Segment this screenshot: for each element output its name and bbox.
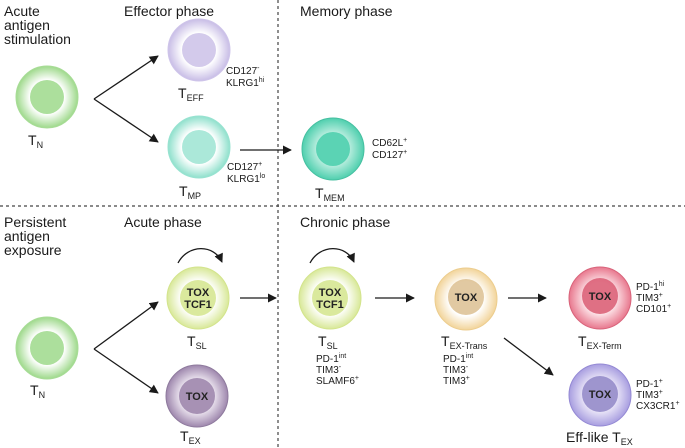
inner-label: TOX xyxy=(589,389,612,401)
marker-line: PD-1int xyxy=(443,353,473,365)
arrow-trans-to-eff-like xyxy=(503,337,554,376)
section-text: antigen xyxy=(4,17,50,33)
arrow-tn-to-tsl xyxy=(93,301,159,350)
cell-tmem: TMEM CD62L+ CD127+ xyxy=(301,117,407,203)
cell-name: TEX-Term xyxy=(578,333,622,351)
marker-line: TIM3- xyxy=(443,364,469,376)
marker-line: TIM3+ xyxy=(636,292,663,304)
cell-name: TN xyxy=(30,382,45,400)
arrow-tn-to-tex xyxy=(93,348,159,394)
cell-tex-trans: TOX TEX-Trans PD-1int TIM3- TIM3+ xyxy=(434,267,498,387)
marker-line: PD-1hi xyxy=(636,281,665,293)
inner-label: TCF1 xyxy=(316,299,344,311)
section-text: Acute xyxy=(4,3,40,19)
inner-label: TOX xyxy=(455,292,478,304)
cell-name: TMP xyxy=(179,183,201,201)
cell-teff: TEFF CD127- KLRG1hi xyxy=(167,18,265,103)
cell-name: TEFF xyxy=(178,85,204,103)
marker-line: CD127- xyxy=(226,65,260,77)
marker-line: TIM3+ xyxy=(636,389,663,401)
cell-tsl-acute: TOX TCF1 TSL xyxy=(166,266,230,351)
marker-line: CX3CR1+ xyxy=(636,400,680,412)
marker-line: KLRG1hi xyxy=(226,77,265,89)
cell-name: TSL xyxy=(187,333,207,351)
cell-tex-acute: TOX TEX xyxy=(165,364,229,446)
marker-line: PD-1+ xyxy=(636,378,663,390)
marker-line: TIM3- xyxy=(316,364,342,376)
marker-line: TIM3+ xyxy=(443,375,470,387)
acute-stimulation-label: Acute antigen stimulation xyxy=(4,3,71,47)
persistent-exposure-label: Persistent antigen exposure xyxy=(4,214,66,258)
marker-line: PD-1int xyxy=(316,353,346,365)
inner-label: TOX xyxy=(187,287,210,299)
marker-line: CD127+ xyxy=(227,161,262,173)
marker-line: CD127+ xyxy=(372,149,407,161)
cell-tex-term: TOX TEX-Term PD-1hi TIM3+ CD101+ xyxy=(568,266,671,351)
inner-label: TOX xyxy=(589,291,612,303)
memory-phase-title: Memory phase xyxy=(300,3,393,19)
effector-phase-title: Effector phase xyxy=(124,3,214,19)
inner-label: TCF1 xyxy=(184,299,212,311)
cell-name: TSL xyxy=(318,333,338,351)
self-renewal-arrow-chronic xyxy=(309,248,355,264)
marker-line: CD62L+ xyxy=(372,137,407,149)
acute-phase-title: Acute phase xyxy=(124,214,202,230)
chronic-phase-title: Chronic phase xyxy=(300,214,390,230)
cell-name: TN xyxy=(28,132,43,150)
inner-label: TOX xyxy=(186,391,209,403)
marker-line: SLAMF6+ xyxy=(316,375,359,387)
inner-label: TOX xyxy=(319,287,342,299)
section-text: antigen xyxy=(4,228,50,244)
cell-name: TMEM xyxy=(315,185,345,203)
arrow-tn-to-teff xyxy=(93,55,159,100)
arrow-tn-to-tmp xyxy=(93,98,159,143)
cell-tn-bottom: TN xyxy=(15,316,79,400)
cell-name: TEX xyxy=(180,428,201,446)
marker-line: KLRG1lo xyxy=(227,173,265,185)
self-renewal-arrow-acute xyxy=(177,248,223,264)
cell-tn-top: TN xyxy=(15,65,79,150)
section-text: stimulation xyxy=(4,31,71,47)
cell-name: Eff-like TEX xyxy=(566,429,633,447)
marker-line: CD101+ xyxy=(636,303,671,315)
cell-name: TEX-Trans xyxy=(441,333,488,351)
cell-tmp: TMP CD127+ KLRG1lo xyxy=(167,115,265,201)
cell-tsl-chronic: TOX TCF1 TSL PD-1int TIM3- SLAMF6+ xyxy=(298,266,362,387)
section-text: exposure xyxy=(4,242,62,258)
section-text: Persistent xyxy=(4,214,66,230)
cell-eff-like-tex: TOX Eff-like TEX PD-1+ TIM3+ CX3CR1+ xyxy=(566,363,680,447)
